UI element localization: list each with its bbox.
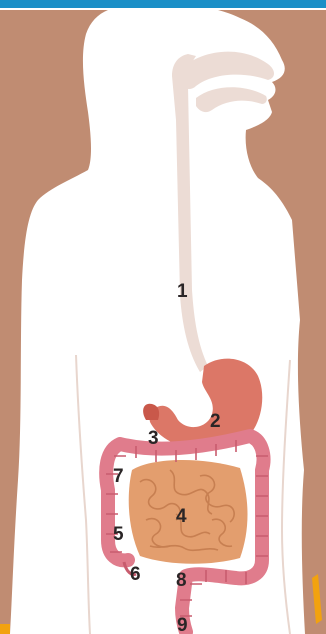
left-arm-line bbox=[76, 355, 90, 634]
label-6: 6 bbox=[130, 564, 141, 585]
label-7: 7 bbox=[113, 466, 124, 487]
small-intestine bbox=[129, 460, 248, 564]
label-4: 4 bbox=[176, 506, 187, 527]
label-1: 1 bbox=[177, 281, 188, 302]
oral-cavity bbox=[196, 87, 267, 112]
duodenum bbox=[143, 404, 159, 420]
label-5: 5 bbox=[113, 524, 124, 545]
label-9: 9 bbox=[177, 615, 188, 634]
left-corner-accent bbox=[0, 624, 10, 634]
label-8: 8 bbox=[176, 570, 187, 591]
label-2: 2 bbox=[210, 411, 221, 432]
right-arm-line bbox=[282, 360, 290, 634]
label-3: 3 bbox=[148, 428, 159, 449]
